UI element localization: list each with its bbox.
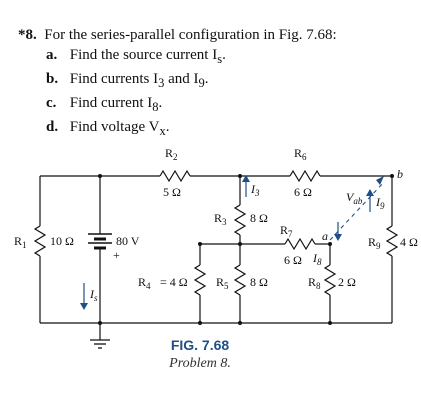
svg-text:R5: R5 <box>216 275 229 291</box>
r2-label: R2 5 Ω <box>163 146 181 199</box>
svg-text:8 Ω: 8 Ω <box>250 275 268 289</box>
r3-label: R3 8 Ω <box>214 211 268 227</box>
part-c: c. Find current I8. <box>46 95 163 114</box>
svg-text:6 Ω: 6 Ω <box>284 253 302 267</box>
i9-label: I9 <box>375 195 385 211</box>
node-a: a <box>322 229 328 243</box>
svg-text:5 Ω: 5 Ω <box>163 185 181 199</box>
svg-text:R4: R4 <box>138 275 151 291</box>
svg-text:R8: R8 <box>308 275 321 291</box>
svg-text:6 Ω: 6 Ω <box>294 185 312 199</box>
i8-label: I8 <box>312 251 322 267</box>
part-a: a. Find the source current Is. <box>46 47 226 66</box>
r4-label: R4 = 4 Ω <box>138 275 188 291</box>
problem-number: *8. <box>18 27 37 43</box>
problem-text: *8. For the series-parallel configuratio… <box>18 26 413 141</box>
svg-text:4 Ω: 4 Ω <box>400 235 418 249</box>
source-voltage: 80 V <box>116 234 140 248</box>
svg-text:R9: R9 <box>368 235 381 251</box>
svg-text:R6: R6 <box>294 146 307 162</box>
svg-text:R3: R3 <box>214 211 227 227</box>
svg-text:= 4 Ω: = 4 Ω <box>160 275 188 289</box>
svg-text:8 Ω: 8 Ω <box>250 211 268 225</box>
figure-id: FIG. 7.68 <box>170 337 230 353</box>
part-b: b. Find currents I3 and I9. <box>46 71 209 90</box>
node-b: b <box>397 167 403 181</box>
source-plus: + <box>113 248 120 262</box>
r8-label: R8 2 Ω <box>308 275 356 291</box>
r7-label: R7 6 Ω <box>280 223 302 267</box>
svg-text:R2: R2 <box>165 146 178 162</box>
figure-caption: Problem 8. <box>169 356 231 371</box>
r5-label: R5 8 Ω <box>216 275 268 291</box>
r1-label: R1 10 Ω <box>14 234 74 250</box>
i3-label: I3 <box>250 182 260 198</box>
is-label: Is <box>89 287 98 303</box>
svg-text:10 Ω: 10 Ω <box>50 234 74 248</box>
statement-text: For the series-parallel configuration in… <box>44 27 337 43</box>
svg-text:R7: R7 <box>280 223 293 239</box>
vab-label: Vab <box>346 190 363 206</box>
svg-text:R1: R1 <box>14 234 27 250</box>
part-d: d. Find voltage Vx. <box>46 119 170 138</box>
r6-label: R6 6 Ω <box>294 146 312 199</box>
problem-parts: a. Find the source current Is. b. Find c… <box>46 45 413 141</box>
svg-text:2 Ω: 2 Ω <box>338 275 356 289</box>
problem-statement: *8. For the series-parallel configuratio… <box>18 26 413 45</box>
r9-label: R9 4 Ω <box>368 235 418 251</box>
